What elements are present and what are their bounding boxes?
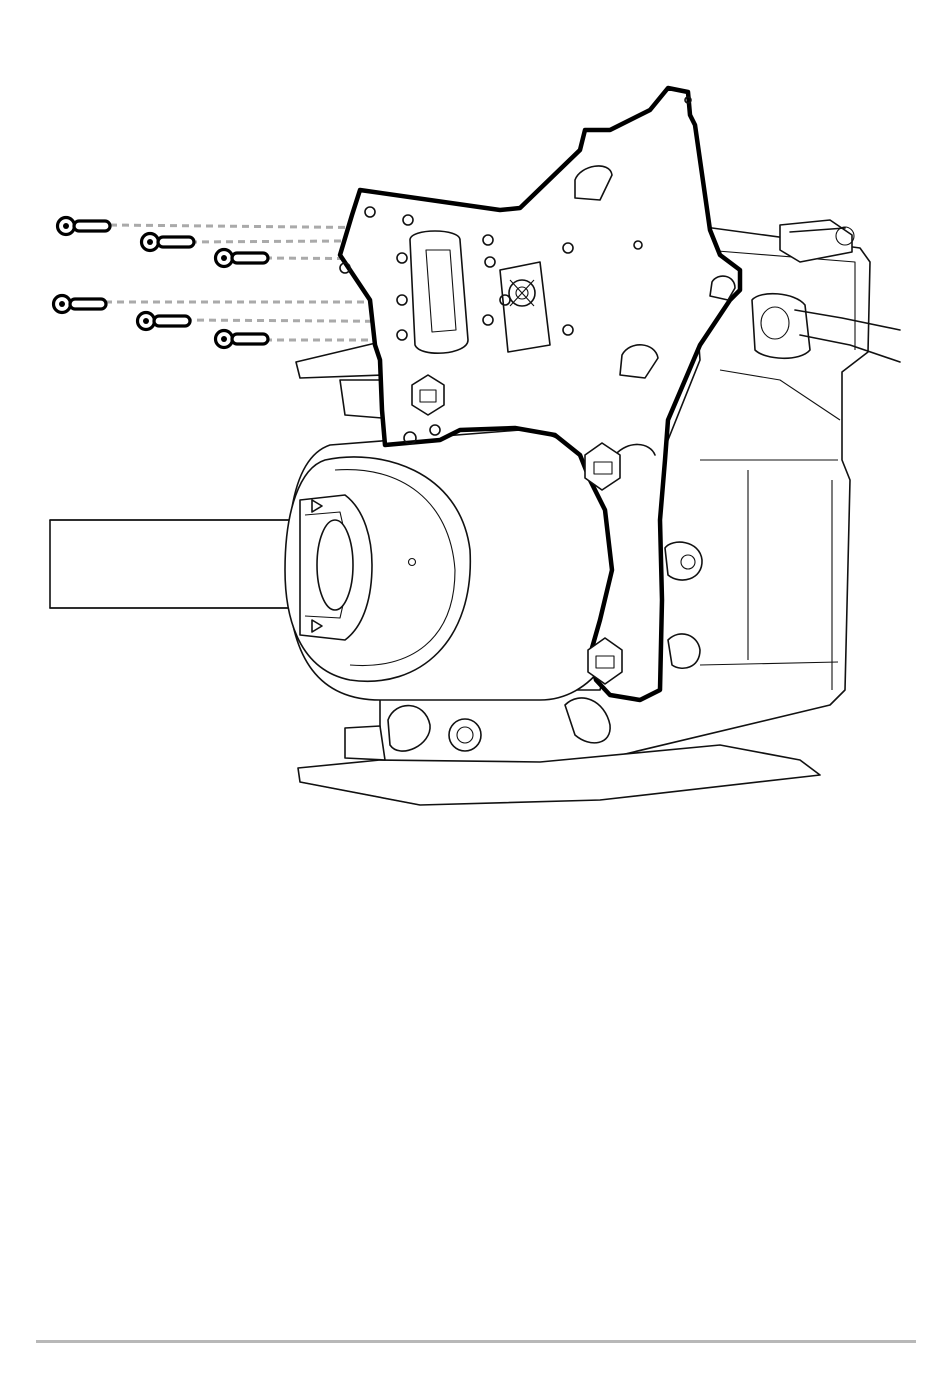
screw-icon — [216, 250, 269, 267]
screw-icon — [138, 313, 191, 330]
hex-bolt — [449, 719, 481, 751]
screw-icon — [142, 234, 195, 251]
screw-icon — [216, 331, 269, 348]
screw-icon — [54, 296, 107, 313]
screw-icon — [58, 218, 111, 235]
upper-bracket — [296, 342, 385, 418]
footer-rule — [36, 1340, 916, 1343]
bearing-housing — [285, 430, 630, 700]
screws — [54, 218, 269, 348]
